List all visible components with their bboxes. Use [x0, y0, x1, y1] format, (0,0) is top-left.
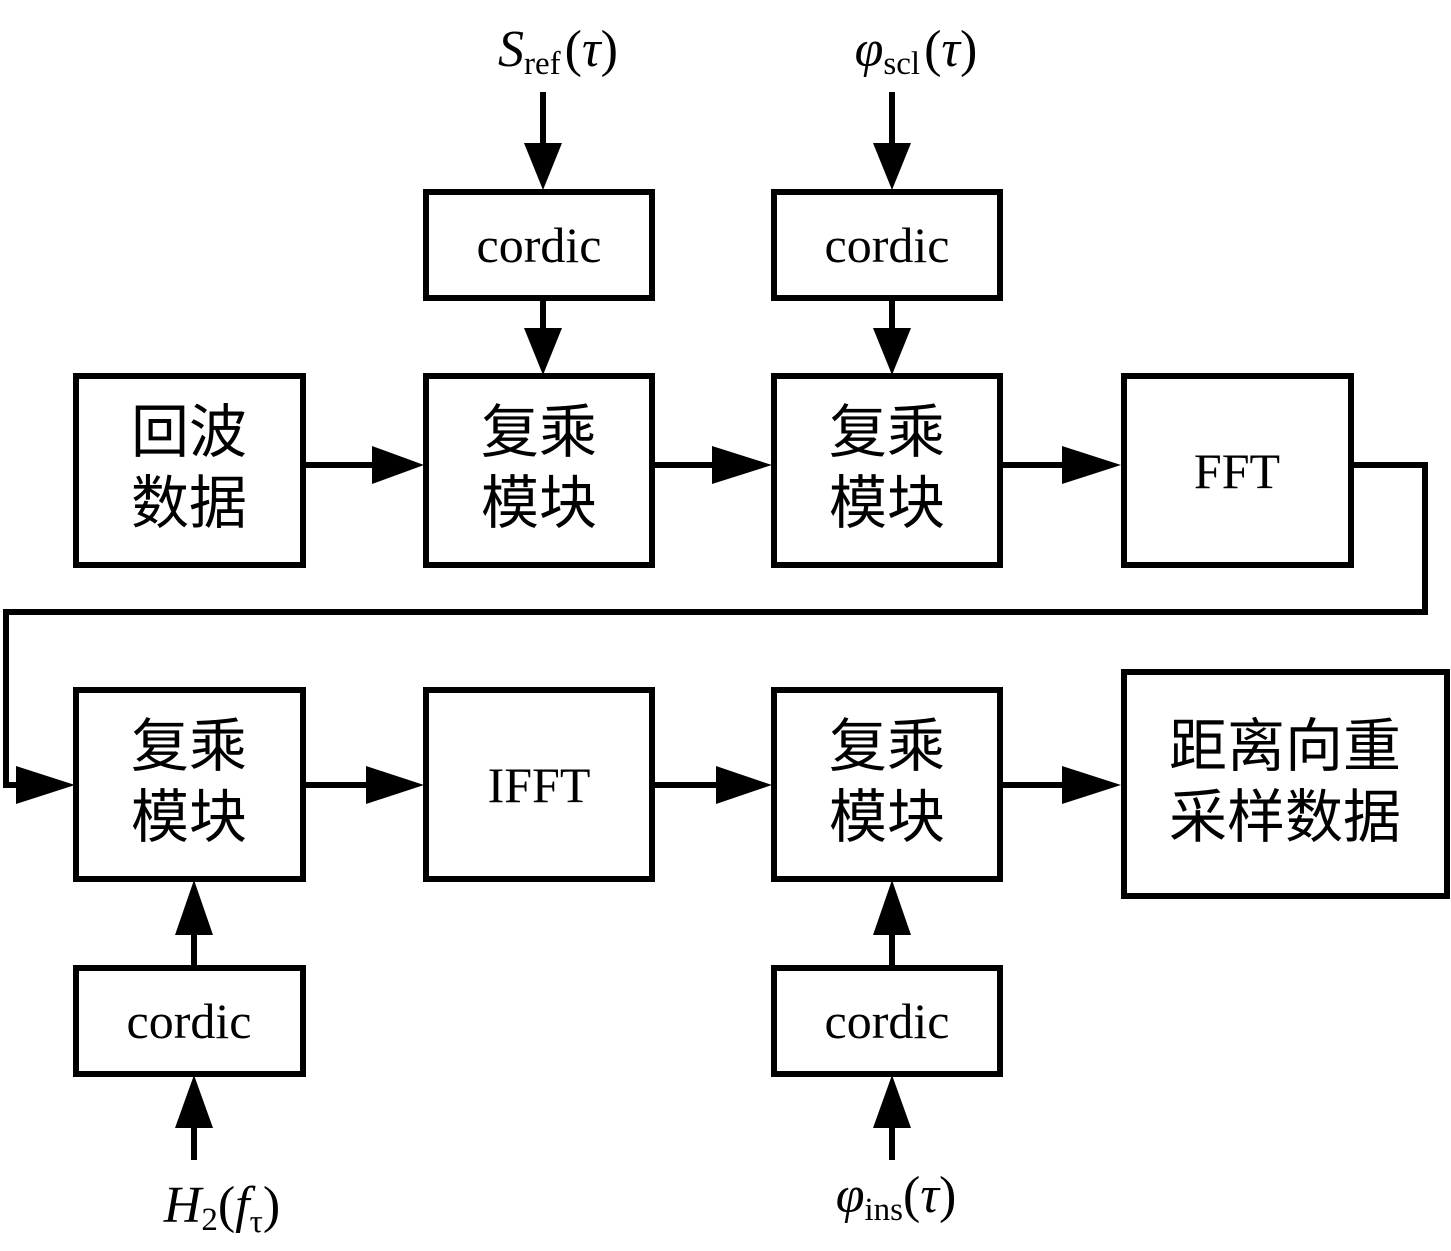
complex-multiply-block-1: 复乘 模块	[423, 373, 655, 568]
output-label-line2: 采样数据	[1169, 783, 1401, 851]
range-resample-output-block: 距离向重 采样数据	[1121, 669, 1450, 899]
output-label-line1: 距离向重	[1169, 712, 1401, 780]
arrowhead-right-ifft	[366, 766, 424, 804]
arrowhead-up-cordic3	[175, 1075, 213, 1128]
cordic-label: cordic	[825, 217, 950, 273]
arrowhead-down-mult1	[524, 328, 562, 375]
cordic-block-1: cordic	[423, 189, 655, 301]
arrowhead-down-mult2	[873, 328, 911, 375]
fft-block: FFT	[1121, 373, 1354, 568]
multiply-label-line2: 模块	[481, 469, 597, 537]
input-label-phi-scl: φscl(τ)	[855, 21, 978, 82]
arrowhead-right-fft	[1062, 446, 1121, 484]
arrowhead-up-cordic4	[873, 1075, 911, 1128]
arrowheads	[16, 143, 1121, 1128]
input-label-s-ref: Sref(τ)	[498, 21, 618, 82]
ifft-label: IFFT	[488, 757, 591, 813]
input-label-phi-ins: φins(τ)	[836, 1167, 957, 1228]
multiply-label-line1: 复乘	[481, 398, 597, 466]
multiply-label-line1: 复乘	[131, 712, 247, 780]
cordic-block-2: cordic	[771, 189, 1003, 301]
echo-data-label-line2: 数据	[131, 469, 247, 537]
arrowhead-up-mult4	[873, 880, 911, 935]
echo-data-label-line1: 回波	[131, 398, 247, 466]
arrowhead-right-mult4	[716, 766, 772, 804]
multiply-label-line2: 模块	[829, 783, 945, 851]
cordic-block-4: cordic	[771, 965, 1003, 1077]
arrowhead-up-mult3	[175, 880, 213, 935]
complex-multiply-block-2: 复乘 模块	[771, 373, 1003, 568]
complex-multiply-block-3: 复乘 模块	[73, 687, 306, 882]
arrowhead-right-resample	[1062, 766, 1121, 804]
arrowhead-right-mult2	[712, 446, 772, 484]
cordic-label: cordic	[825, 993, 950, 1049]
cordic-label: cordic	[477, 217, 602, 273]
multiply-label-line1: 复乘	[829, 398, 945, 466]
arrowhead-right-mult3	[16, 766, 75, 804]
fft-label: FFT	[1194, 443, 1280, 499]
arrowhead-down-cordic2	[873, 143, 911, 190]
input-label-h2: H2(fτ)	[163, 1177, 280, 1240]
ifft-block: IFFT	[423, 687, 655, 882]
multiply-label-line2: 模块	[829, 469, 945, 537]
echo-data-block: 回波 数据	[73, 373, 306, 568]
arrowhead-right-mult1	[372, 446, 424, 484]
wire-fft-to-mult3	[3, 462, 1428, 788]
multiply-label-line1: 复乘	[829, 712, 945, 780]
complex-multiply-block-4: 复乘 模块	[771, 687, 1003, 882]
cordic-label: cordic	[127, 993, 252, 1049]
cordic-block-3: cordic	[73, 965, 306, 1077]
arrowhead-down-cordic1	[524, 143, 562, 190]
multiply-label-line2: 模块	[131, 783, 247, 851]
